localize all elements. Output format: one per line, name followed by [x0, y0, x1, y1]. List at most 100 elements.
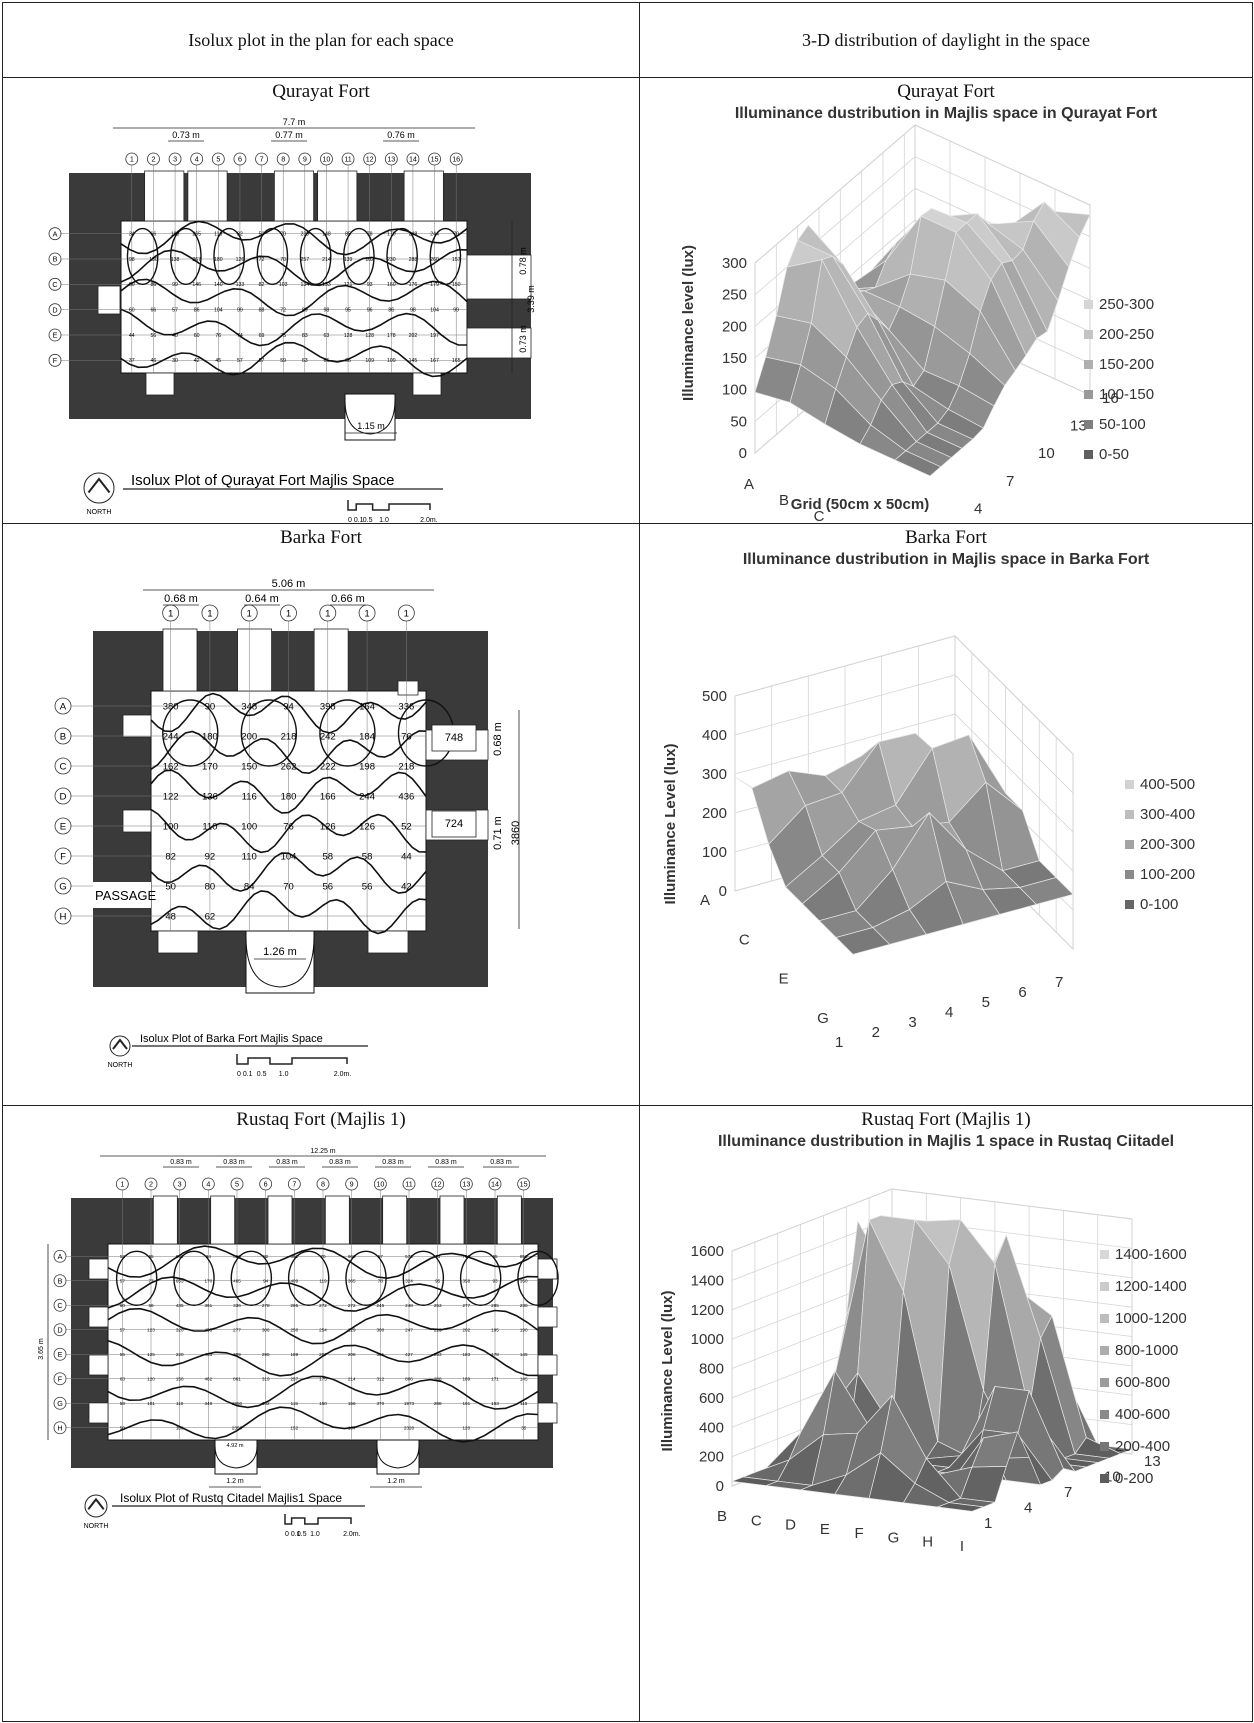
lux-value: 104	[214, 307, 223, 313]
lux-value: 139	[344, 257, 353, 263]
legend-label: 800-1000	[1115, 1342, 1178, 1359]
column-marker	[280, 604, 297, 622]
plan-title-2: Rustaq Fort (Majlis 1)	[236, 1109, 406, 1130]
column-marker	[190, 152, 204, 166]
lux-value: 370	[376, 1401, 384, 1406]
lux-value: 350	[520, 1278, 528, 1283]
lux-value: 170	[202, 761, 218, 772]
depth-tick-label: 1	[984, 1515, 992, 1532]
legend-swatch	[1125, 840, 1134, 849]
legend-swatch	[1084, 330, 1093, 339]
lux-value: 166	[320, 791, 336, 802]
lux-value: 153	[491, 1401, 499, 1406]
window-bay	[431, 810, 477, 838]
lux-value: 214	[348, 1376, 356, 1381]
isolux-contour	[162, 699, 219, 767]
column-marker	[201, 604, 219, 622]
lux-value: 146	[192, 282, 201, 288]
row-marker-label: C	[60, 762, 67, 773]
row-marker-label: D	[60, 792, 67, 803]
column-marker	[402, 1177, 416, 1191]
lux-value: 73	[435, 1254, 441, 1259]
lux-value: 160	[387, 282, 396, 288]
lux-value: 99	[237, 307, 243, 313]
lux-value: 30	[172, 358, 178, 364]
column-marker	[115, 1177, 129, 1191]
lux-value: 230	[387, 257, 396, 263]
lux-value: 66	[151, 231, 157, 237]
lux-value: 100	[163, 821, 179, 832]
lux-value: 179	[430, 282, 439, 288]
door-swing	[376, 1445, 420, 1469]
legend-swatch	[1084, 360, 1093, 369]
row-marker-label: E	[53, 331, 58, 340]
lux-value: 213	[434, 1327, 442, 1332]
lux-value: 244	[163, 731, 179, 742]
door-dimension: 1.2 m	[226, 1478, 244, 1485]
column-marker	[384, 152, 398, 166]
lux-value: 115	[520, 1401, 528, 1406]
isolux-contour	[429, 227, 462, 286]
lux-value: 244	[430, 231, 439, 237]
legend-label: 600-800	[1115, 1374, 1170, 1391]
lux-value: 157	[452, 257, 461, 263]
legend-label: 1400-1600	[1115, 1246, 1187, 1263]
lux-value: 57	[120, 1278, 126, 1283]
lux-value: 94	[206, 1254, 212, 1259]
row-marker-label: C	[57, 1301, 62, 1310]
lux-value: 254	[319, 1327, 327, 1332]
lux-value: 62	[205, 911, 216, 922]
lux-value: 63	[302, 358, 308, 364]
window-dimension: 0.83 m	[329, 1159, 351, 1166]
lux-value: 207	[319, 1352, 327, 1357]
lux-value: 162	[163, 761, 179, 772]
lux-value: 180	[214, 257, 223, 263]
column-marker-label: 11	[344, 155, 351, 164]
lux-value: 58	[120, 1401, 126, 1406]
column-marker	[406, 152, 420, 166]
column-marker	[316, 1177, 330, 1191]
lux-value: 58	[362, 851, 373, 862]
lux-value: 666	[348, 1254, 356, 1259]
lux-value: 76	[401, 731, 412, 742]
lux-value: 126	[359, 821, 375, 832]
lux-value: 133	[322, 282, 331, 288]
passage-label: PASSAGE	[95, 888, 157, 903]
chart-title-2: Illuminance dustribution in Majlis 1 spa…	[717, 1133, 1175, 1150]
window-opening	[267, 1195, 293, 1245]
lux-value: 92	[205, 851, 216, 862]
column-marker-label: 7	[292, 1180, 296, 1189]
legend-swatch	[1100, 1250, 1109, 1259]
lux-value: 93	[367, 282, 373, 288]
legend-swatch	[1100, 1282, 1109, 1291]
row-marker-label: D	[52, 305, 57, 314]
window-dimension: 0.68 m	[164, 593, 198, 605]
window-dimension: 0.83 m	[435, 1159, 457, 1166]
lux-value: 295	[262, 1352, 270, 1357]
lux-value: 123	[147, 1327, 155, 1332]
z-tick-label: 400	[702, 727, 727, 744]
header-left: Isolux plot in the plan for each space	[2, 2, 640, 78]
row-marker-label: C	[52, 280, 57, 289]
y-axis-title: Illuminance Level (lux)	[662, 744, 679, 905]
legend-swatch	[1125, 870, 1134, 879]
lux-value: 436	[398, 791, 414, 802]
lux-value: 98	[129, 257, 135, 263]
isolux-contour	[256, 227, 289, 286]
z-tick-label: 0	[739, 445, 747, 462]
north-label: NORTH	[87, 509, 112, 516]
plot-title: Isolux Plot of Barka Fort Majlis Space	[140, 1033, 323, 1045]
lux-value: 239	[300, 231, 309, 237]
row-marker-label: A	[58, 1252, 63, 1261]
lux-value: 89	[302, 307, 308, 313]
lux-value: 82	[259, 282, 265, 288]
wall-niche	[97, 285, 121, 315]
column-marker-label: 7	[260, 155, 264, 164]
lux-value: 126	[320, 821, 336, 832]
lux-value: 95	[435, 1278, 441, 1283]
north-arrow-icon	[87, 477, 111, 494]
isolux-contour	[107, 1245, 539, 1280]
lux-value: 245	[376, 1303, 384, 1308]
lux-value: 56	[362, 881, 373, 892]
